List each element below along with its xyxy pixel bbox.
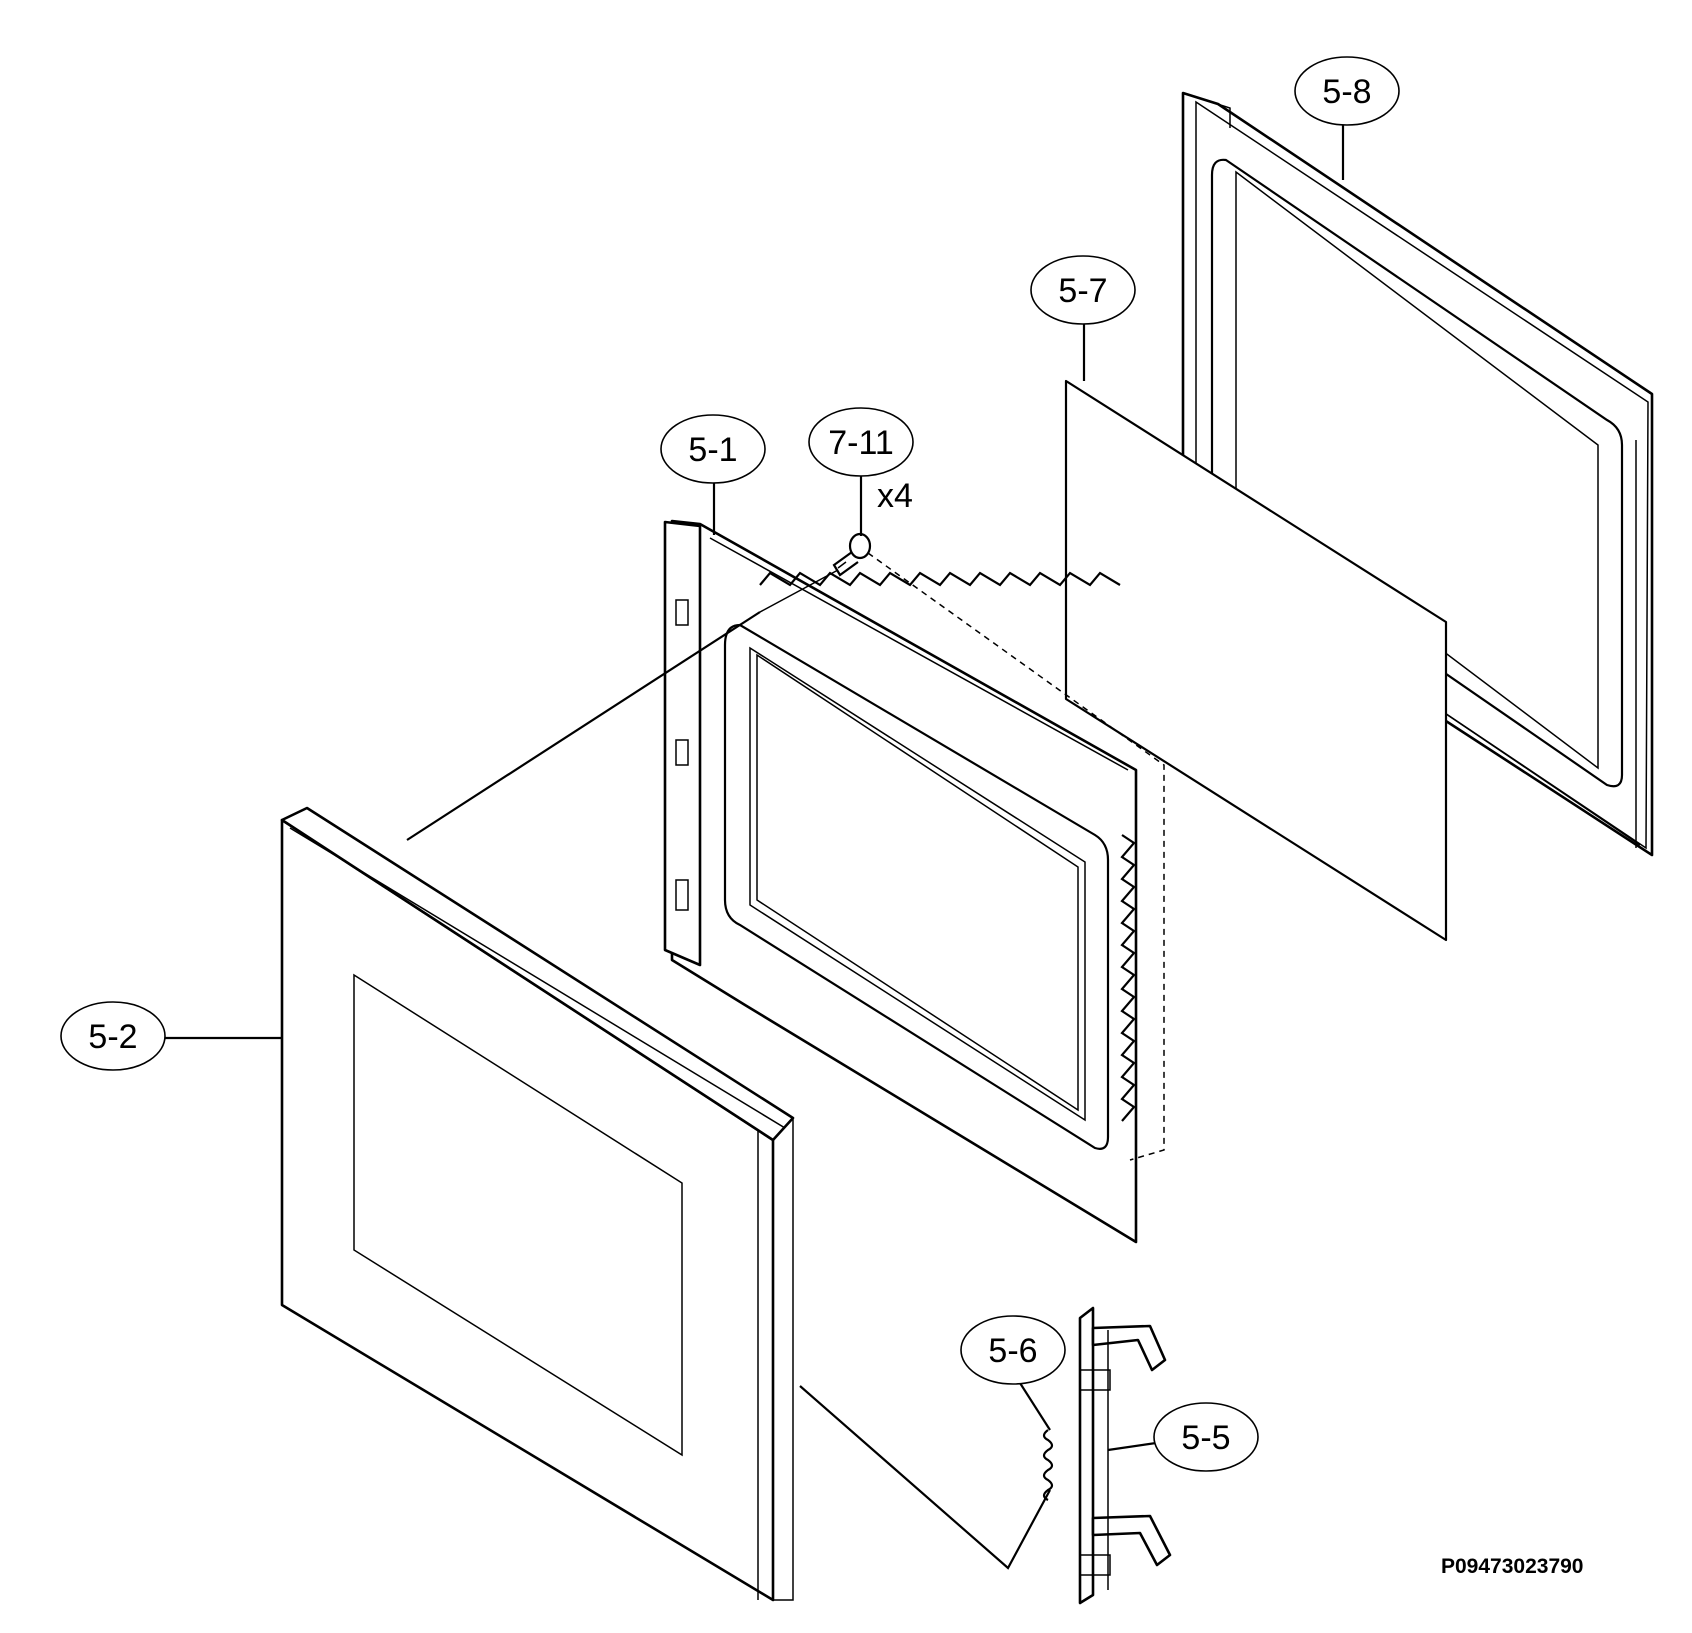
callout-5-8-text: 5-8 <box>1322 73 1371 111</box>
part-5-5-latch <box>1078 1306 1172 1605</box>
leader-5-6 <box>1019 1382 1051 1431</box>
callout-5-6: 5-6 <box>960 1315 1066 1385</box>
door-connector-line <box>406 611 761 841</box>
callout-5-6-text: 5-6 <box>988 1332 1037 1370</box>
callout-5-2: 5-2 <box>60 1001 166 1071</box>
part-5-1-inner-frame <box>663 519 1138 1244</box>
part-7-11-screw <box>832 532 872 577</box>
callout-5-1: 5-1 <box>660 414 766 484</box>
callout-5-1-text: 5-1 <box>688 431 737 469</box>
callout-5-8: 5-8 <box>1294 56 1400 126</box>
callout-5-2-text: 5-2 <box>88 1018 137 1056</box>
callout-5-7-text: 5-7 <box>1058 272 1107 310</box>
drawing-code: P09473023790 <box>1441 1555 1583 1578</box>
callout-5-5: 5-5 <box>1153 1402 1259 1472</box>
part-5-2-outer-door <box>280 806 795 1602</box>
latch-connector-line <box>799 1385 1051 1570</box>
callout-7-11-text: 7-11 <box>828 424 894 462</box>
part-5-7-glass-panel <box>1064 379 1448 942</box>
leader-5-5 <box>1107 1440 1164 1452</box>
quantity-label: x4 <box>877 477 913 515</box>
screw-leader-line <box>759 569 839 613</box>
callout-7-11: 7-11 <box>808 407 914 477</box>
part-5-6-spring <box>1042 1429 1054 1501</box>
callout-5-5-text: 5-5 <box>1181 1419 1230 1457</box>
callout-5-7: 5-7 <box>1030 255 1136 325</box>
